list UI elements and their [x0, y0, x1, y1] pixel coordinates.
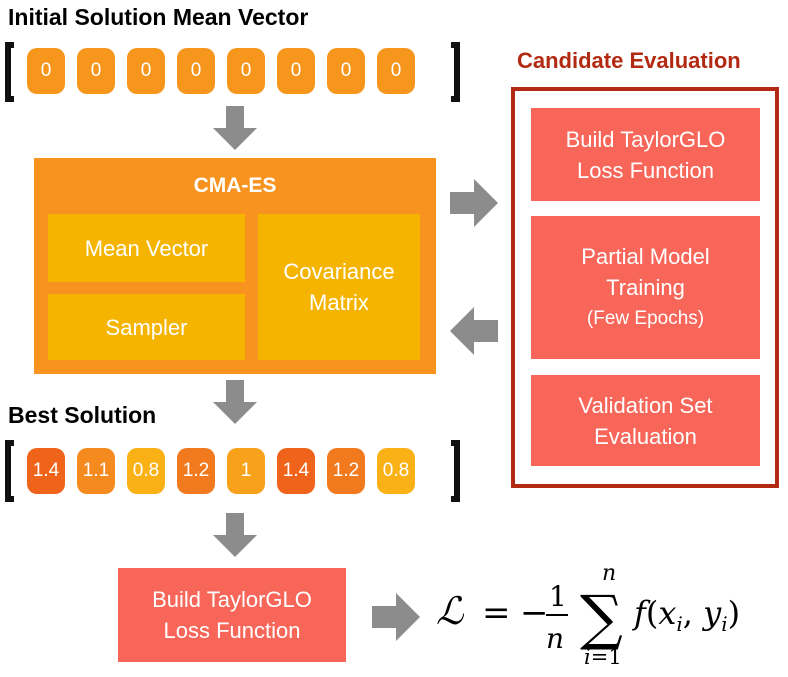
covariance-matrix-box: Covariance Matrix [258, 214, 420, 360]
best-vector-cell: 1 [227, 448, 265, 494]
validation-line1: Validation Set [578, 392, 713, 418]
partial-training-line3: (Few Epochs) [586, 308, 705, 329]
best-vector-right-bracket [451, 440, 460, 502]
final-build-loss-box: Build TaylorGLO Loss Function [118, 568, 346, 662]
best-vector-cell: 1.2 [177, 448, 215, 494]
initial-vector-cell: 0 [227, 48, 265, 94]
validation-box: Validation Set Evaluation [531, 375, 760, 466]
best-vector-cell: 0.8 [377, 448, 415, 494]
final-build-line2: Loss Function [163, 618, 301, 643]
best-vector-cell: 0.8 [127, 448, 165, 494]
svg-text:∑: ∑ [580, 583, 623, 653]
arrow-right-icon [372, 593, 420, 641]
arrow-left-icon [450, 307, 498, 355]
svg-text:=: = [482, 593, 511, 633]
initial-vector-cell: 0 [127, 48, 165, 94]
best-vector-cell: 1.4 [277, 448, 315, 494]
mean-vector-box: Mean Vector [48, 214, 245, 282]
initial-vector-cell: 0 [27, 48, 65, 94]
best-vector-left-bracket [5, 440, 14, 502]
arrow-down-icon [213, 513, 257, 557]
best-solution-title: Best Solution [8, 402, 157, 428]
arrow-down-icon [213, 106, 257, 150]
best-vector-cell: 1.1 [77, 448, 115, 494]
mean-vector-label: Mean Vector [84, 235, 209, 261]
arrow-down-icon [213, 380, 257, 424]
cmaes-title: CMA-ES [193, 173, 277, 197]
svg-text:1: 1 [549, 580, 567, 613]
initial-vector-cell: 0 [277, 48, 315, 94]
best-vector-cell: 1.2 [327, 448, 365, 494]
initial-solution-title: Initial Solution Mean Vector [8, 4, 309, 30]
svg-text:n: n [546, 622, 564, 655]
svg-text:i=1: i=1 [584, 645, 622, 669]
svg-text:−: − [520, 593, 549, 633]
best-vector-cell: 1.4 [27, 448, 65, 494]
initial-vector-cell: 0 [177, 48, 215, 94]
candidate-evaluation-title: Candidate Evaluation [517, 48, 741, 73]
covariance-label-line2: Matrix [309, 290, 369, 315]
sampler-box: Sampler [48, 294, 245, 360]
candidate-evaluation-frame [511, 87, 779, 488]
svg-text:f(xi, yi): f(xi, yi) [632, 594, 740, 636]
svg-text:n: n [602, 561, 616, 586]
candidate-build-loss-box: Build TaylorGLO Loss Function [531, 108, 760, 201]
final-build-line1: Build TaylorGLO [152, 587, 312, 612]
validation-line2: Evaluation [594, 423, 697, 449]
svg-text:ℒ: ℒ [436, 589, 465, 633]
initial-vector-left-bracket [5, 42, 14, 102]
covariance-label-line1: Covariance [283, 259, 395, 284]
initial-vector-right-bracket [451, 42, 460, 102]
sampler-label: Sampler [105, 314, 188, 340]
candidate-build-line1: Build TaylorGLO [565, 126, 726, 152]
partial-training-line2: Training [606, 275, 685, 300]
partial-training-line1: Partial Model [581, 244, 710, 269]
initial-vector-cell: 0 [327, 48, 365, 94]
initial-vector-cell: 0 [377, 48, 415, 94]
initial-vector-cell: 0 [77, 48, 115, 94]
loss-formula: ℒ = − 1 n n ∑ i=1 f(xi, yi) [436, 561, 740, 669]
candidate-build-line2: Loss Function [577, 157, 714, 183]
partial-training-box: Partial Model Training (Few Epochs) [531, 216, 760, 359]
arrow-right-icon [450, 179, 498, 227]
